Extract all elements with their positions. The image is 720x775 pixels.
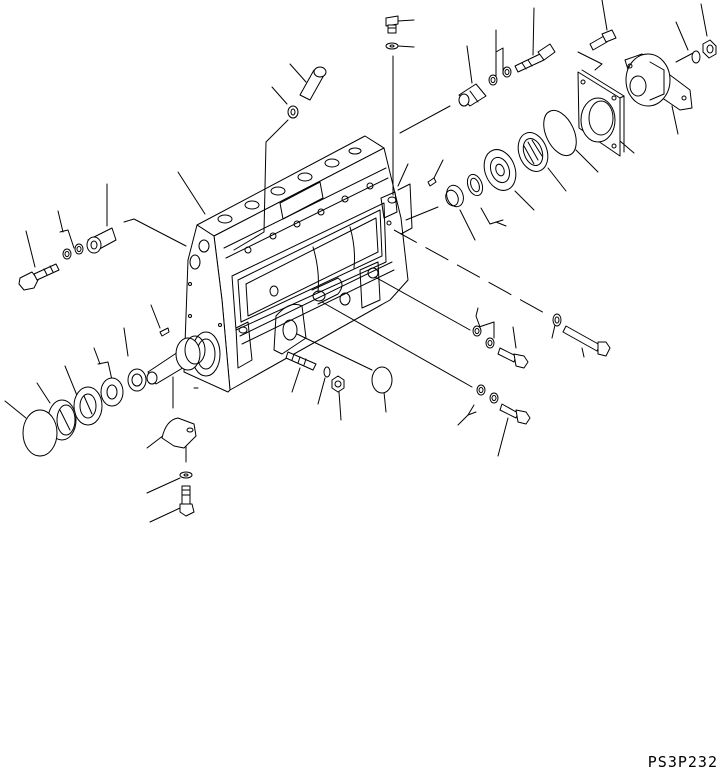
shim	[466, 173, 484, 197]
roller-bearing	[517, 132, 549, 172]
bearing-housing	[577, 69, 625, 157]
bearing-left	[73, 386, 103, 426]
leader-lines	[4, 0, 708, 523]
bolt-mid	[497, 347, 529, 369]
oil-seal	[127, 368, 147, 392]
top-bolt	[385, 15, 399, 34]
drawing-code-label: PS3P232	[647, 753, 718, 771]
key-right	[427, 177, 437, 187]
nut-right	[702, 39, 717, 59]
flange-bolt	[589, 29, 617, 51]
bracket	[161, 417, 197, 449]
ball-bearing	[483, 149, 517, 191]
top-washer	[385, 42, 399, 50]
o-ring-large	[543, 109, 577, 157]
gasket-pair-left	[62, 243, 84, 260]
stud	[285, 351, 317, 371]
spacer-pair	[100, 377, 124, 407]
eye-bolt-upper	[514, 43, 556, 73]
cap-mid	[371, 366, 393, 394]
pump-housing	[183, 135, 413, 393]
plug-left	[86, 227, 117, 254]
eye-bolt-left	[18, 263, 60, 291]
nipple-connector	[458, 83, 487, 107]
end-cover-flange	[624, 53, 693, 111]
washer-mid	[323, 366, 331, 378]
gasket-pair-upper	[488, 66, 512, 86]
washer-long	[552, 313, 562, 327]
cap-left	[22, 409, 58, 457]
plug-valve	[299, 66, 327, 101]
washer-lower	[179, 471, 193, 479]
long-bolt	[562, 325, 611, 357]
key-left	[159, 327, 170, 337]
plug-washer	[287, 105, 299, 119]
bolt-low	[499, 403, 531, 425]
bolt-lower	[179, 485, 195, 517]
collar	[445, 184, 464, 208]
gasket-pair-low	[476, 384, 499, 404]
nut-mid	[331, 375, 345, 393]
camshaft	[146, 335, 206, 385]
gasket-pair-mid	[472, 325, 495, 349]
lock-washer-right	[691, 50, 701, 64]
